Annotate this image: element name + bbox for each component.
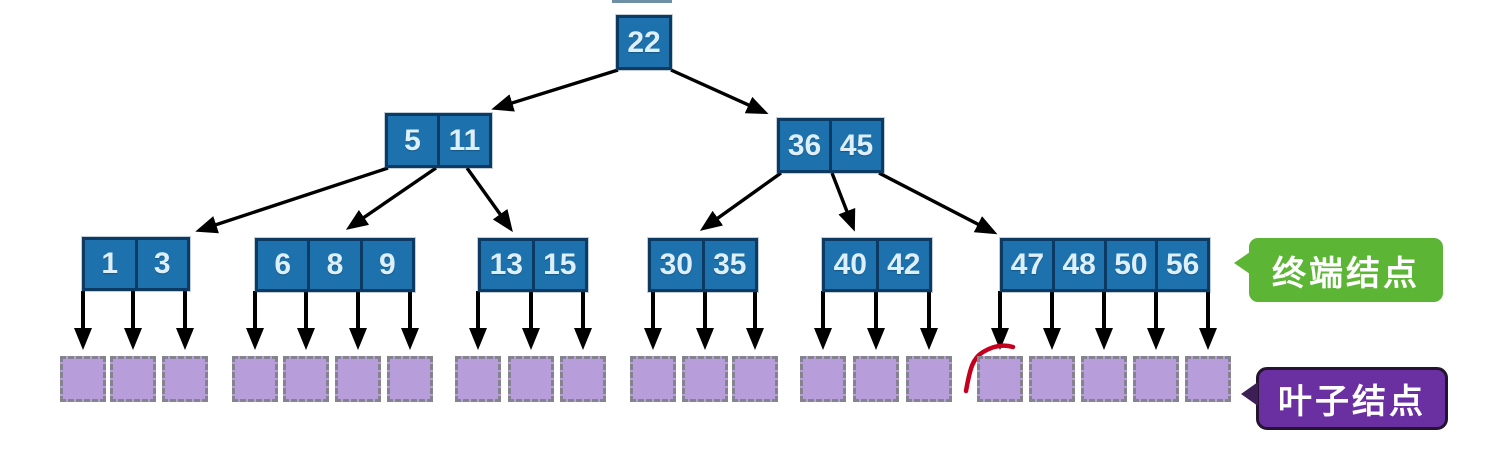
node-key-cell: 15 <box>543 248 577 281</box>
node-key-cell: 42 <box>887 248 921 281</box>
terminal-node-30-35: 30 35 <box>648 238 758 292</box>
leaf-node <box>387 356 433 402</box>
terminal-node-47-48-50-56: 47 48 50 56 <box>1000 238 1210 292</box>
node-key-cell: 8 <box>310 241 363 289</box>
node-key-cell: 35 <box>713 248 747 281</box>
terminal-node-6-8-9: 6 8 9 <box>255 238 415 292</box>
leaf-node <box>283 356 329 402</box>
video-artifact-line <box>612 0 672 3</box>
leaf-node <box>853 356 899 402</box>
node-key-cell: 30 <box>651 241 705 289</box>
terminal-label-badge: 终端结点 <box>1234 238 1443 302</box>
node-key-cell: 22 <box>627 25 661 59</box>
leaf-node <box>60 356 106 402</box>
node-key-cell: 40 <box>825 241 879 289</box>
node-key-cell: 13 <box>481 241 535 289</box>
leaf-node <box>682 356 728 402</box>
leaf-node <box>1185 356 1231 402</box>
leaf-node <box>906 356 952 402</box>
leaf-node <box>560 356 606 402</box>
node-key-cell: 1 <box>85 240 138 288</box>
leaf-node <box>1133 356 1179 402</box>
node-key-cell: 56 <box>1165 248 1200 281</box>
leaf-node <box>162 356 208 402</box>
leaf-node <box>977 356 1023 402</box>
node-key-cell: 9 <box>378 248 396 281</box>
leaf-node <box>630 356 676 402</box>
node-key-cell: 6 <box>258 241 311 289</box>
leaf-node <box>455 356 501 402</box>
node-key-cell: 36 <box>780 121 832 170</box>
red-annotation-mark <box>963 343 1016 394</box>
node-key-cell: 5 <box>388 116 440 165</box>
node-key-cell: 11 <box>448 123 481 157</box>
terminal-node-1-3: 1 3 <box>82 237 190 291</box>
leaf-node <box>1029 356 1075 402</box>
leaf-node <box>800 356 846 402</box>
leaf-node <box>232 356 278 402</box>
badge-tail-left-icon <box>1241 382 1258 406</box>
terminal-node-40-42: 40 42 <box>822 238 932 292</box>
leaf-node <box>110 356 156 402</box>
leaf-node <box>335 356 381 402</box>
leaf-node <box>732 356 778 402</box>
terminal-node-13-15: 13 15 <box>478 238 588 292</box>
leaf-node <box>508 356 554 402</box>
node-key-cell: 45 <box>839 128 874 162</box>
badge-tail-left-icon <box>1234 252 1250 274</box>
root-node: 22 <box>616 15 672 70</box>
leaf-node <box>1081 356 1127 402</box>
terminal-label-text: 终端结点 <box>1272 254 1420 293</box>
node-key-cell: 50 <box>1107 241 1159 289</box>
internal-node-5-11: 5 11 <box>385 113 492 168</box>
internal-node-36-45: 36 45 <box>777 118 884 173</box>
leaf-label-text: 叶子结点 <box>1278 383 1426 421</box>
node-key-cell: 48 <box>1055 241 1107 289</box>
node-key-cell: 3 <box>153 247 171 280</box>
leaf-label-badge: 叶子结点 <box>1241 367 1448 430</box>
node-key-cell: 47 <box>1003 241 1055 289</box>
